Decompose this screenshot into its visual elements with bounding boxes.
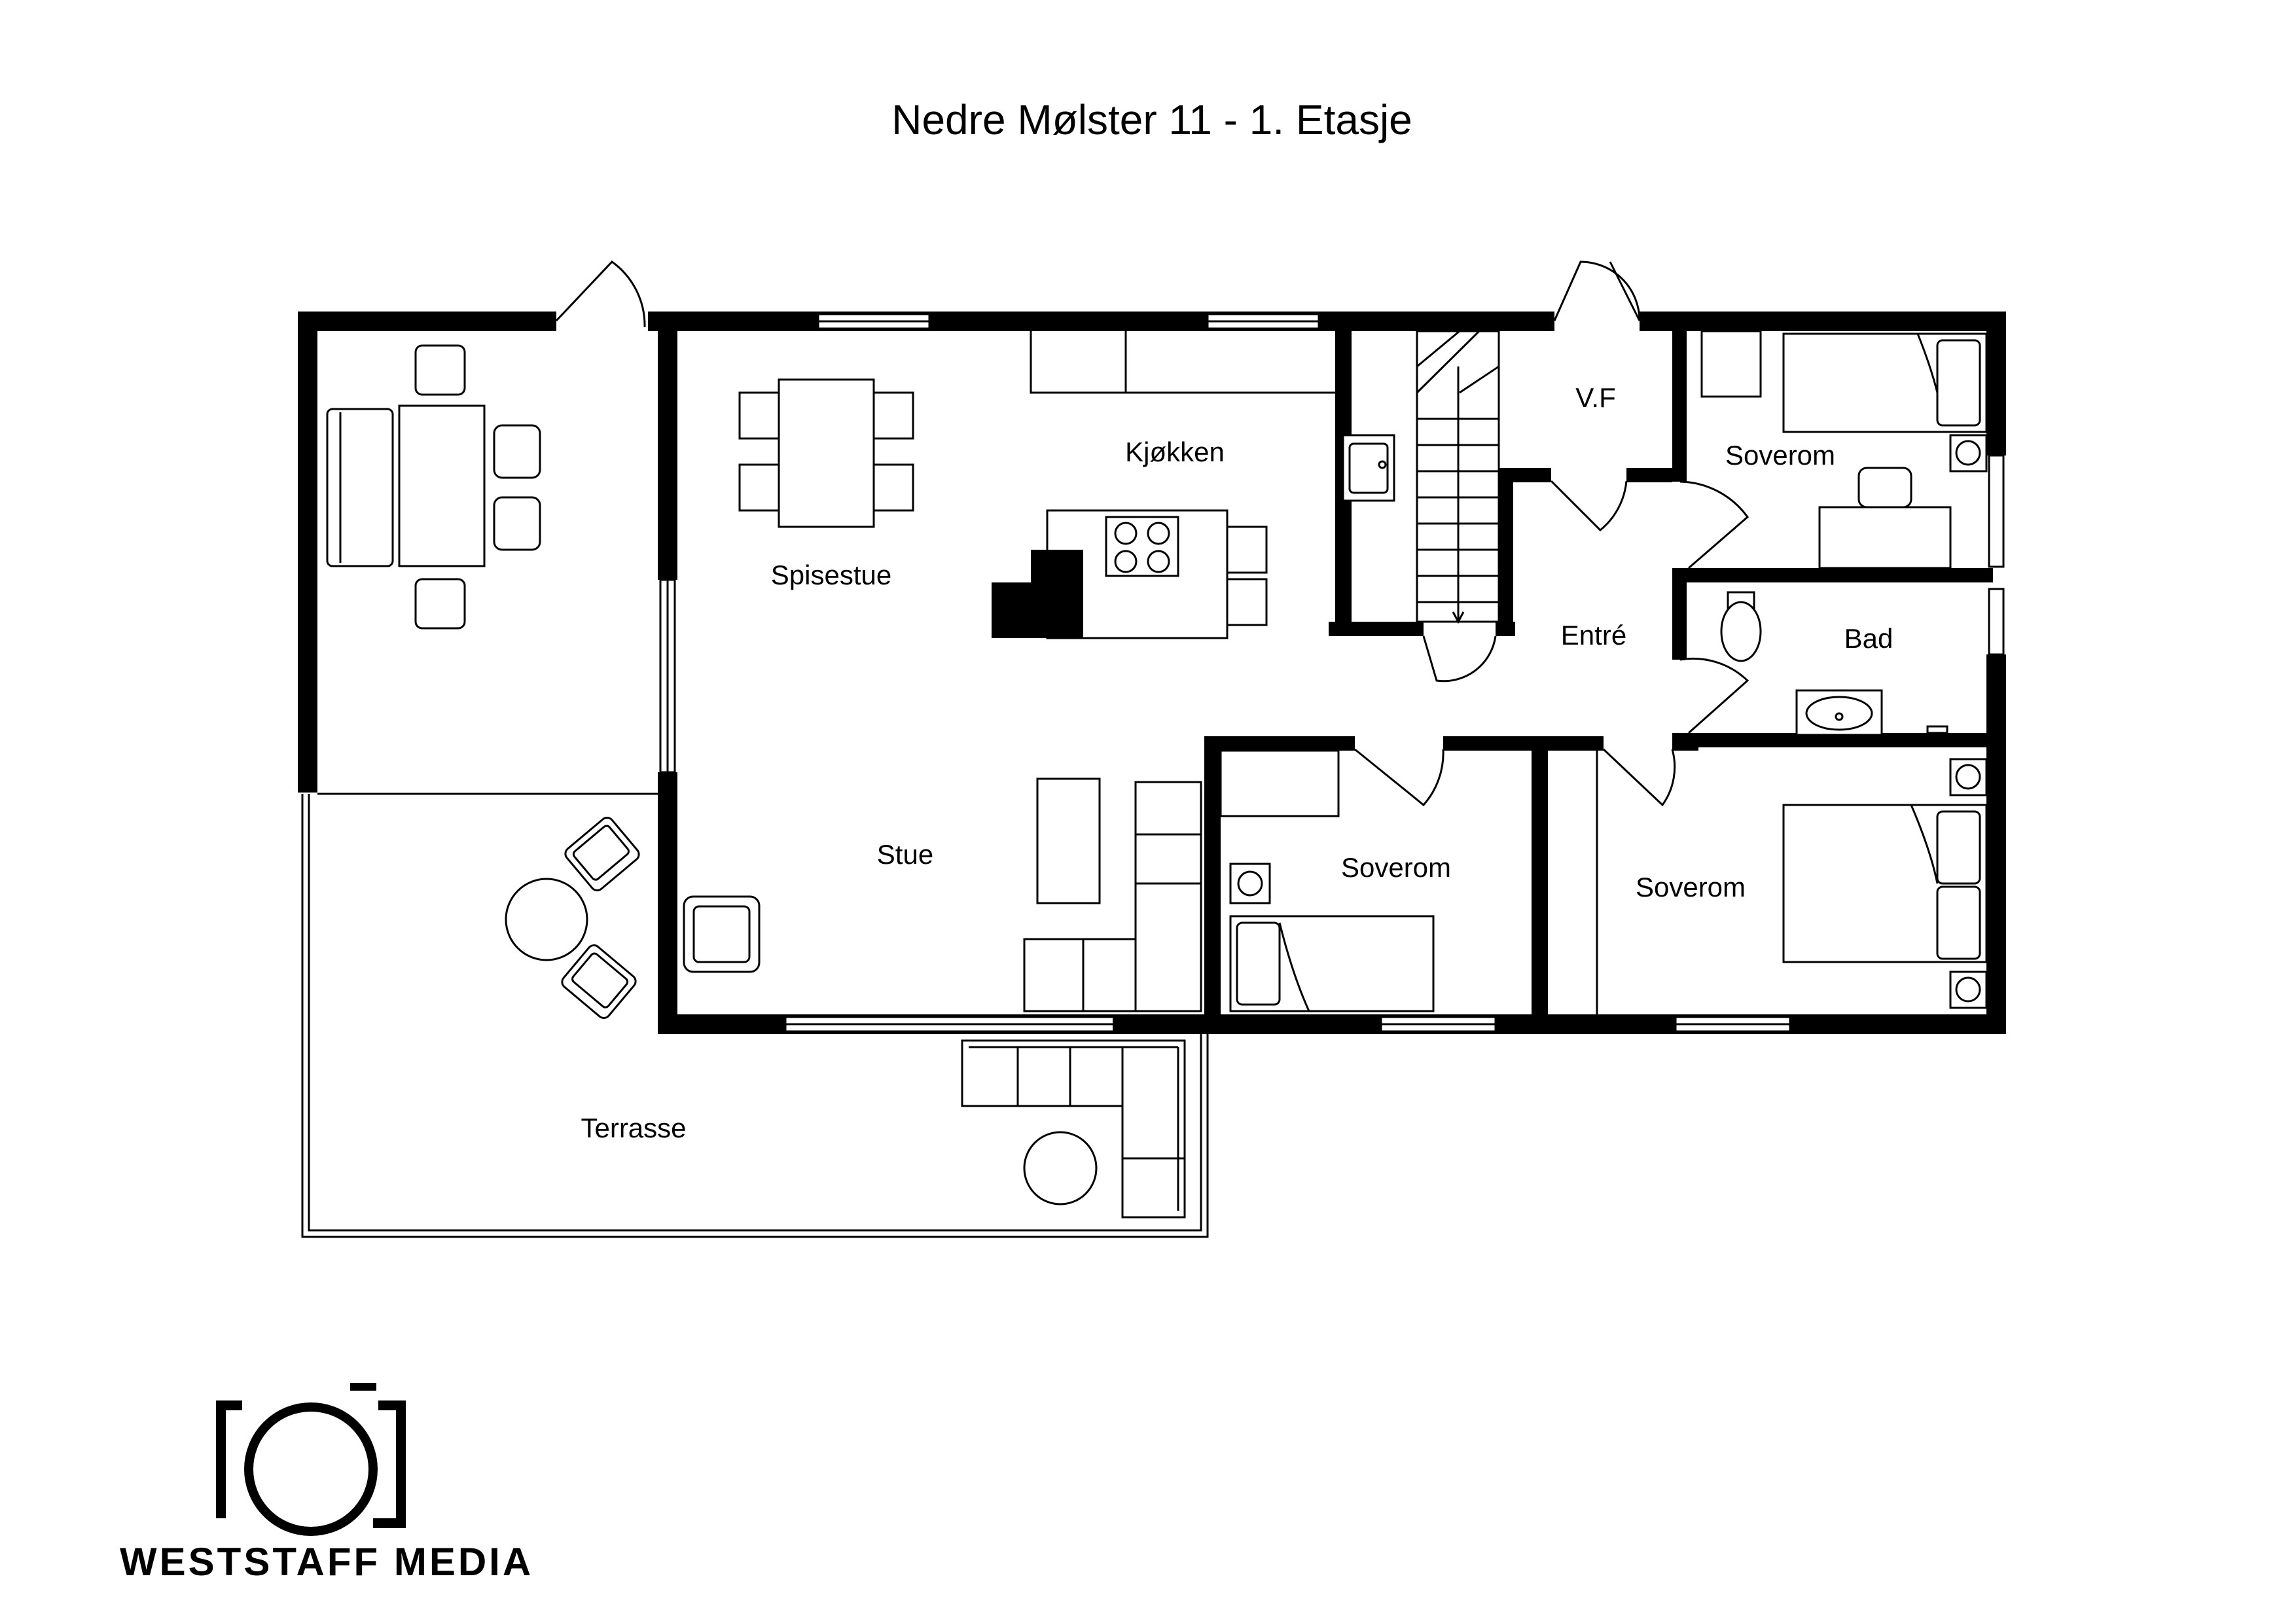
terrace xyxy=(301,793,1209,1238)
weststaff-media-logo: WESTSTAFF MEDIA xyxy=(120,1383,533,1584)
bedroom-right-furniture xyxy=(1596,749,1988,1014)
living-furniture xyxy=(683,777,1202,1012)
label-spisestue: Spisestue xyxy=(771,560,891,590)
label-stue: Stue xyxy=(877,839,933,870)
label-terrasse: Terrasse xyxy=(581,1113,686,1143)
patio-furniture xyxy=(326,344,541,630)
label-soverom-mid: Soverom xyxy=(1341,852,1451,883)
staircase xyxy=(1416,330,1500,624)
plan-title: Nedre Mølster 11 - 1. Etasje xyxy=(891,96,1412,143)
bathroom-furniture xyxy=(1720,591,1948,736)
bedroom-mid-furniture xyxy=(1219,749,1435,1012)
label-bad: Bad xyxy=(1844,623,1893,654)
label-kjokken: Kjøkken xyxy=(1125,437,1225,467)
interior-walls xyxy=(1113,312,1993,1034)
windows xyxy=(659,313,2005,1033)
label-soverom-top: Soverom xyxy=(1725,440,1835,471)
doors xyxy=(555,260,1749,807)
bedroom-top-furniture xyxy=(1700,330,1988,569)
label-vf: V.F xyxy=(1575,382,1615,413)
label-soverom-right: Soverom xyxy=(1636,872,1746,902)
label-entre: Entré xyxy=(1561,620,1626,651)
dining-furniture xyxy=(738,378,914,528)
kitchen-furniture xyxy=(992,331,1395,639)
camera-icon xyxy=(216,1383,406,1536)
room-labels: Kjøkken Spisestue Stue V.F Soverom Bad E… xyxy=(581,382,1893,1143)
logo-text: WESTSTAFF MEDIA xyxy=(120,1540,533,1584)
